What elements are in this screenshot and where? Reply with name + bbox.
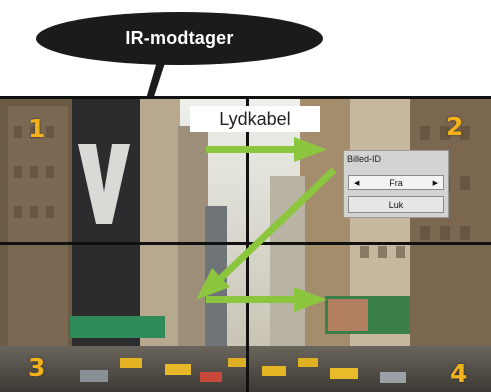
quadrant-number-1: 1	[28, 114, 46, 143]
quadrant-number-2: 2	[446, 112, 464, 141]
ir-receiver-callout: IR-modtager	[36, 12, 323, 65]
arrow-right-bottom	[206, 296, 296, 303]
picture-id-selector[interactable]: ◀ Fra ▶	[348, 175, 444, 190]
picture-id-title: Billed-ID	[347, 154, 382, 164]
close-button[interactable]: Luk	[348, 196, 444, 213]
ir-receiver-label: IR-modtager	[125, 28, 234, 48]
triangle-left-icon[interactable]: ◀	[354, 179, 360, 187]
arrow-diagonal	[217, 167, 337, 282]
arrow-right-top	[206, 146, 296, 153]
quadrant-number-4: 4	[450, 359, 468, 388]
city-street-photo	[0, 96, 491, 392]
close-button-label: Luk	[388, 199, 404, 210]
audio-cable-tag: Lydkabel	[190, 106, 320, 132]
audio-cable-label: Lydkabel	[219, 108, 291, 129]
picture-id-menu: Billed-ID ◀ Fra ▶ Luk	[343, 150, 449, 218]
triangle-right-icon[interactable]: ▶	[432, 179, 438, 187]
quadrant-number-3: 3	[28, 353, 46, 382]
video-wall	[0, 96, 491, 392]
picture-id-value: Fra	[389, 177, 403, 188]
